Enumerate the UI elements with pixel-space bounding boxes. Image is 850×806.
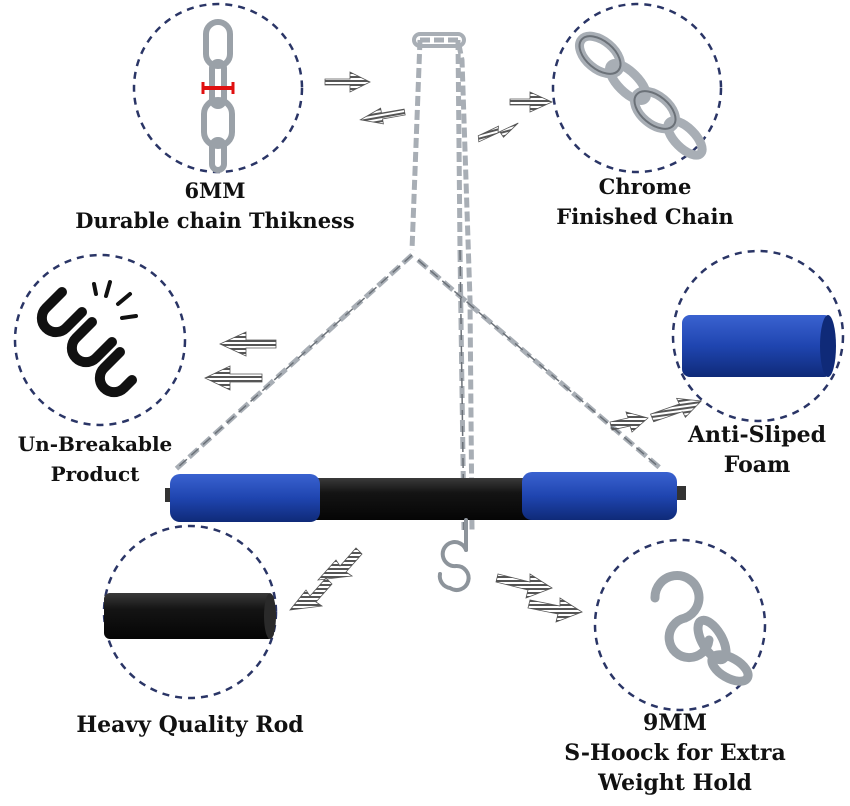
- arrow-icon: [609, 411, 649, 433]
- hook-line1: S-Hoock for Extra: [564, 740, 786, 766]
- arrow-icon: [316, 547, 363, 581]
- label-unbreakable: Un-Breakable Product: [0, 429, 190, 489]
- top-ring: [412, 32, 466, 48]
- chrome-line1: Chrome: [598, 174, 692, 199]
- chrome-chain-icon: [575, 31, 707, 160]
- arrow-icon: [204, 365, 263, 391]
- s-hook-icon: [650, 571, 753, 686]
- arrow-icon: [650, 397, 703, 423]
- main-s-hook: [437, 518, 471, 592]
- chrome-line2: Finished Chain: [556, 204, 734, 229]
- foam-line1: Anti-Sliped: [687, 422, 827, 448]
- circle-chrome-chain: [551, 2, 723, 174]
- chain-link-detail-icon: [201, 19, 235, 173]
- arrow-icon: [219, 331, 277, 357]
- arrow-icon: [289, 577, 333, 611]
- chain-thickness-size: 6MM: [184, 178, 246, 203]
- main-bar: [165, 472, 686, 522]
- foam-grip-icon: [682, 315, 836, 377]
- chain-thickness-desc: Durable chain Thikness: [75, 208, 355, 233]
- broken-chain-icon: [36, 280, 138, 398]
- arrows: [204, 71, 703, 623]
- unbreakable-line1: Un-Breakable: [17, 432, 173, 456]
- hook-size: 9MM: [642, 710, 707, 736]
- arrow-icon: [527, 597, 583, 623]
- arrow-icon: [477, 122, 519, 143]
- arrow-icon: [509, 91, 553, 113]
- label-chain-thickness: 6MM Durable chain Thikness: [70, 176, 360, 236]
- label-chrome-chain: Chrome Finished Chain: [545, 172, 745, 232]
- foam-line2: Foam: [723, 452, 791, 478]
- unbreakable-line2: Product: [50, 462, 140, 486]
- rod-text: Heavy Quality Rod: [76, 712, 304, 738]
- label-rod: Heavy Quality Rod: [55, 710, 325, 740]
- hook-line2: Weight Hold: [598, 770, 752, 796]
- chrome-chain-shade: [578, 35, 677, 130]
- circle-hook: [593, 538, 767, 712]
- circle-unbreakable: [13, 253, 187, 427]
- arrow-icon: [359, 107, 406, 125]
- arrow-icon: [495, 573, 553, 599]
- circle-foam: [671, 249, 845, 423]
- arrow-icon: [324, 71, 371, 93]
- circle-rod: [102, 524, 278, 700]
- label-hook: 9MM S-Hoock for Extra Weight Hold: [540, 708, 810, 798]
- label-foam: Anti-Sliped Foam: [672, 420, 842, 480]
- rod-icon: [104, 593, 276, 639]
- main-chains: [173, 37, 662, 531]
